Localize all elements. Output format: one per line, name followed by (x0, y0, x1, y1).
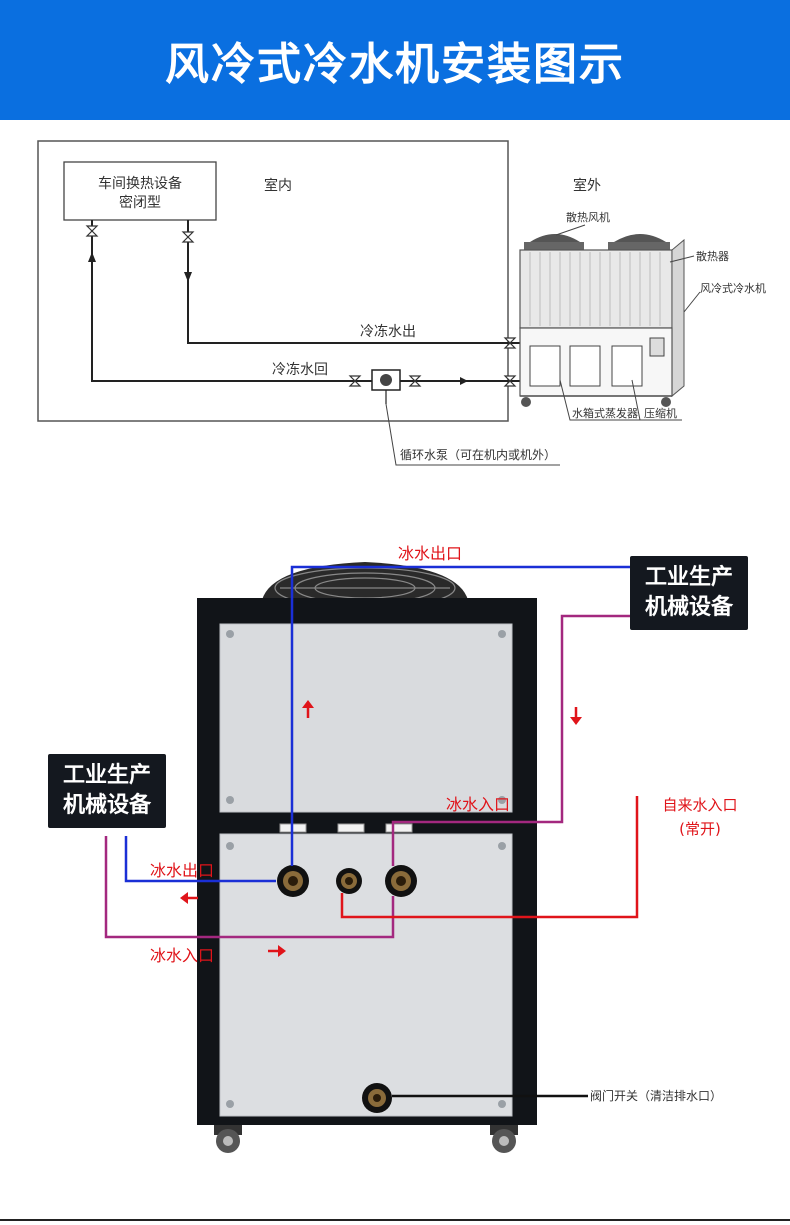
equipment-left-line1: 工业生产 (62, 763, 151, 788)
flow-arrows (88, 252, 468, 385)
chiller-label: 风冷式冷水机 (700, 281, 766, 295)
tap-water-line (340, 796, 639, 919)
installation-schematic: 车间换热设备 密闭型 室内 室外 冷冻水出 冷冻水回 循环水泵（可在机内或机外） (37, 140, 766, 466)
ice-out-line-lower (124, 836, 276, 883)
valve-icons (85, 225, 517, 387)
tap-water-note: (常开) (679, 820, 721, 838)
radiator-label: 散热器 (696, 249, 729, 263)
circulation-pump-icon (371, 369, 401, 404)
drain-valve-icon (362, 1083, 392, 1113)
indoor-label: 室内 (264, 177, 292, 194)
equipment-box-right: 工业生产 机械设备 (630, 556, 748, 630)
compressor-label: 压缩机 (644, 406, 677, 420)
page-title: 风冷式冷水机安装图示 (165, 39, 625, 90)
tank-evaporator-label: 水箱式蒸发器 (572, 406, 638, 420)
ice-in-line-upper (391, 614, 630, 866)
equipment-box-left: 工业生产 机械设备 (48, 754, 166, 828)
outdoor-chiller-drawing (519, 234, 685, 407)
water-ports (277, 865, 417, 897)
ice-in-upper-label: 冰水入口 (446, 795, 510, 814)
footer-divider (0, 1219, 790, 1221)
workshop-device-box (63, 161, 217, 221)
fan-label: 散热风机 (566, 210, 610, 224)
panel-screws (226, 630, 506, 1108)
lower-panel (219, 833, 513, 1117)
pump-label: 循环水泵（可在机内或机外） (400, 448, 556, 462)
equipment-right-line1: 工业生产 (644, 565, 733, 590)
ice-out-line-upper (290, 565, 630, 866)
upper-panel (219, 623, 513, 813)
drain-valve-label: 阀门开关（清洁排水口） (590, 1088, 722, 1103)
indoor-room-outline (37, 140, 509, 422)
pump-callout-line (385, 403, 560, 466)
tap-water-label: 自来水入口 (662, 796, 737, 814)
equipment-right-line2: 机械设备 (644, 595, 733, 620)
title-banner: 风冷式冷水机安装图示 (0, 0, 790, 120)
ice-out-top-label: 冰水出口 (398, 544, 462, 563)
workshop-device-line2: 密闭型 (119, 194, 161, 211)
flow-direction-arrows (180, 700, 582, 957)
caster-wheels (214, 1125, 518, 1153)
ice-in-lower-label: 冰水入口 (150, 946, 214, 965)
chiller-callout-lines (555, 224, 701, 421)
workshop-device-line1: 车间换热设备 (98, 175, 182, 192)
equipment-left-line2: 机械设备 (62, 793, 151, 818)
outdoor-label: 室外 (573, 177, 601, 194)
chilled-out-label: 冷冻水出 (360, 323, 416, 340)
chilled-return-label: 冷冻水回 (272, 361, 328, 378)
ice-out-left-label: 冰水出口 (150, 861, 214, 880)
